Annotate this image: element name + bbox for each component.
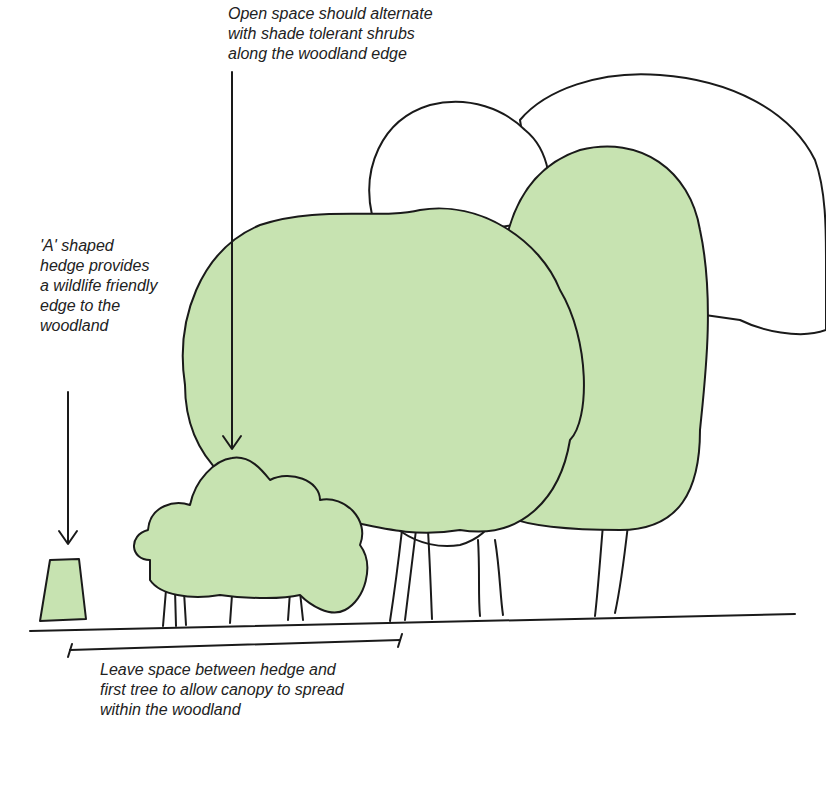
leader-arrow: [231, 72, 233, 448]
background-tree-trunk: [495, 540, 503, 615]
tree-trunk: [390, 530, 402, 621]
tree-trunk: [615, 525, 628, 613]
tree-trunk: [428, 530, 432, 619]
ground-line: [30, 614, 795, 631]
tree-trunk: [595, 525, 603, 616]
shade-tolerant-shrub: [134, 458, 367, 613]
leader-arrow: [67, 392, 69, 543]
arrow-head: [59, 531, 77, 544]
annotation-note: Open space should alternate with shade t…: [228, 4, 443, 64]
a-shaped-hedge: [40, 559, 86, 621]
dimension-tick: [68, 634, 402, 657]
tree-trunk: [405, 530, 416, 620]
dimension-line: [70, 640, 400, 650]
background-tree-trunk: [478, 540, 480, 616]
arrow-head: [223, 436, 241, 449]
annotation-note: Leave space between hedge and first tree…: [100, 660, 355, 720]
annotation-note: 'A' shaped hedge provides a wildlife fri…: [40, 236, 162, 336]
